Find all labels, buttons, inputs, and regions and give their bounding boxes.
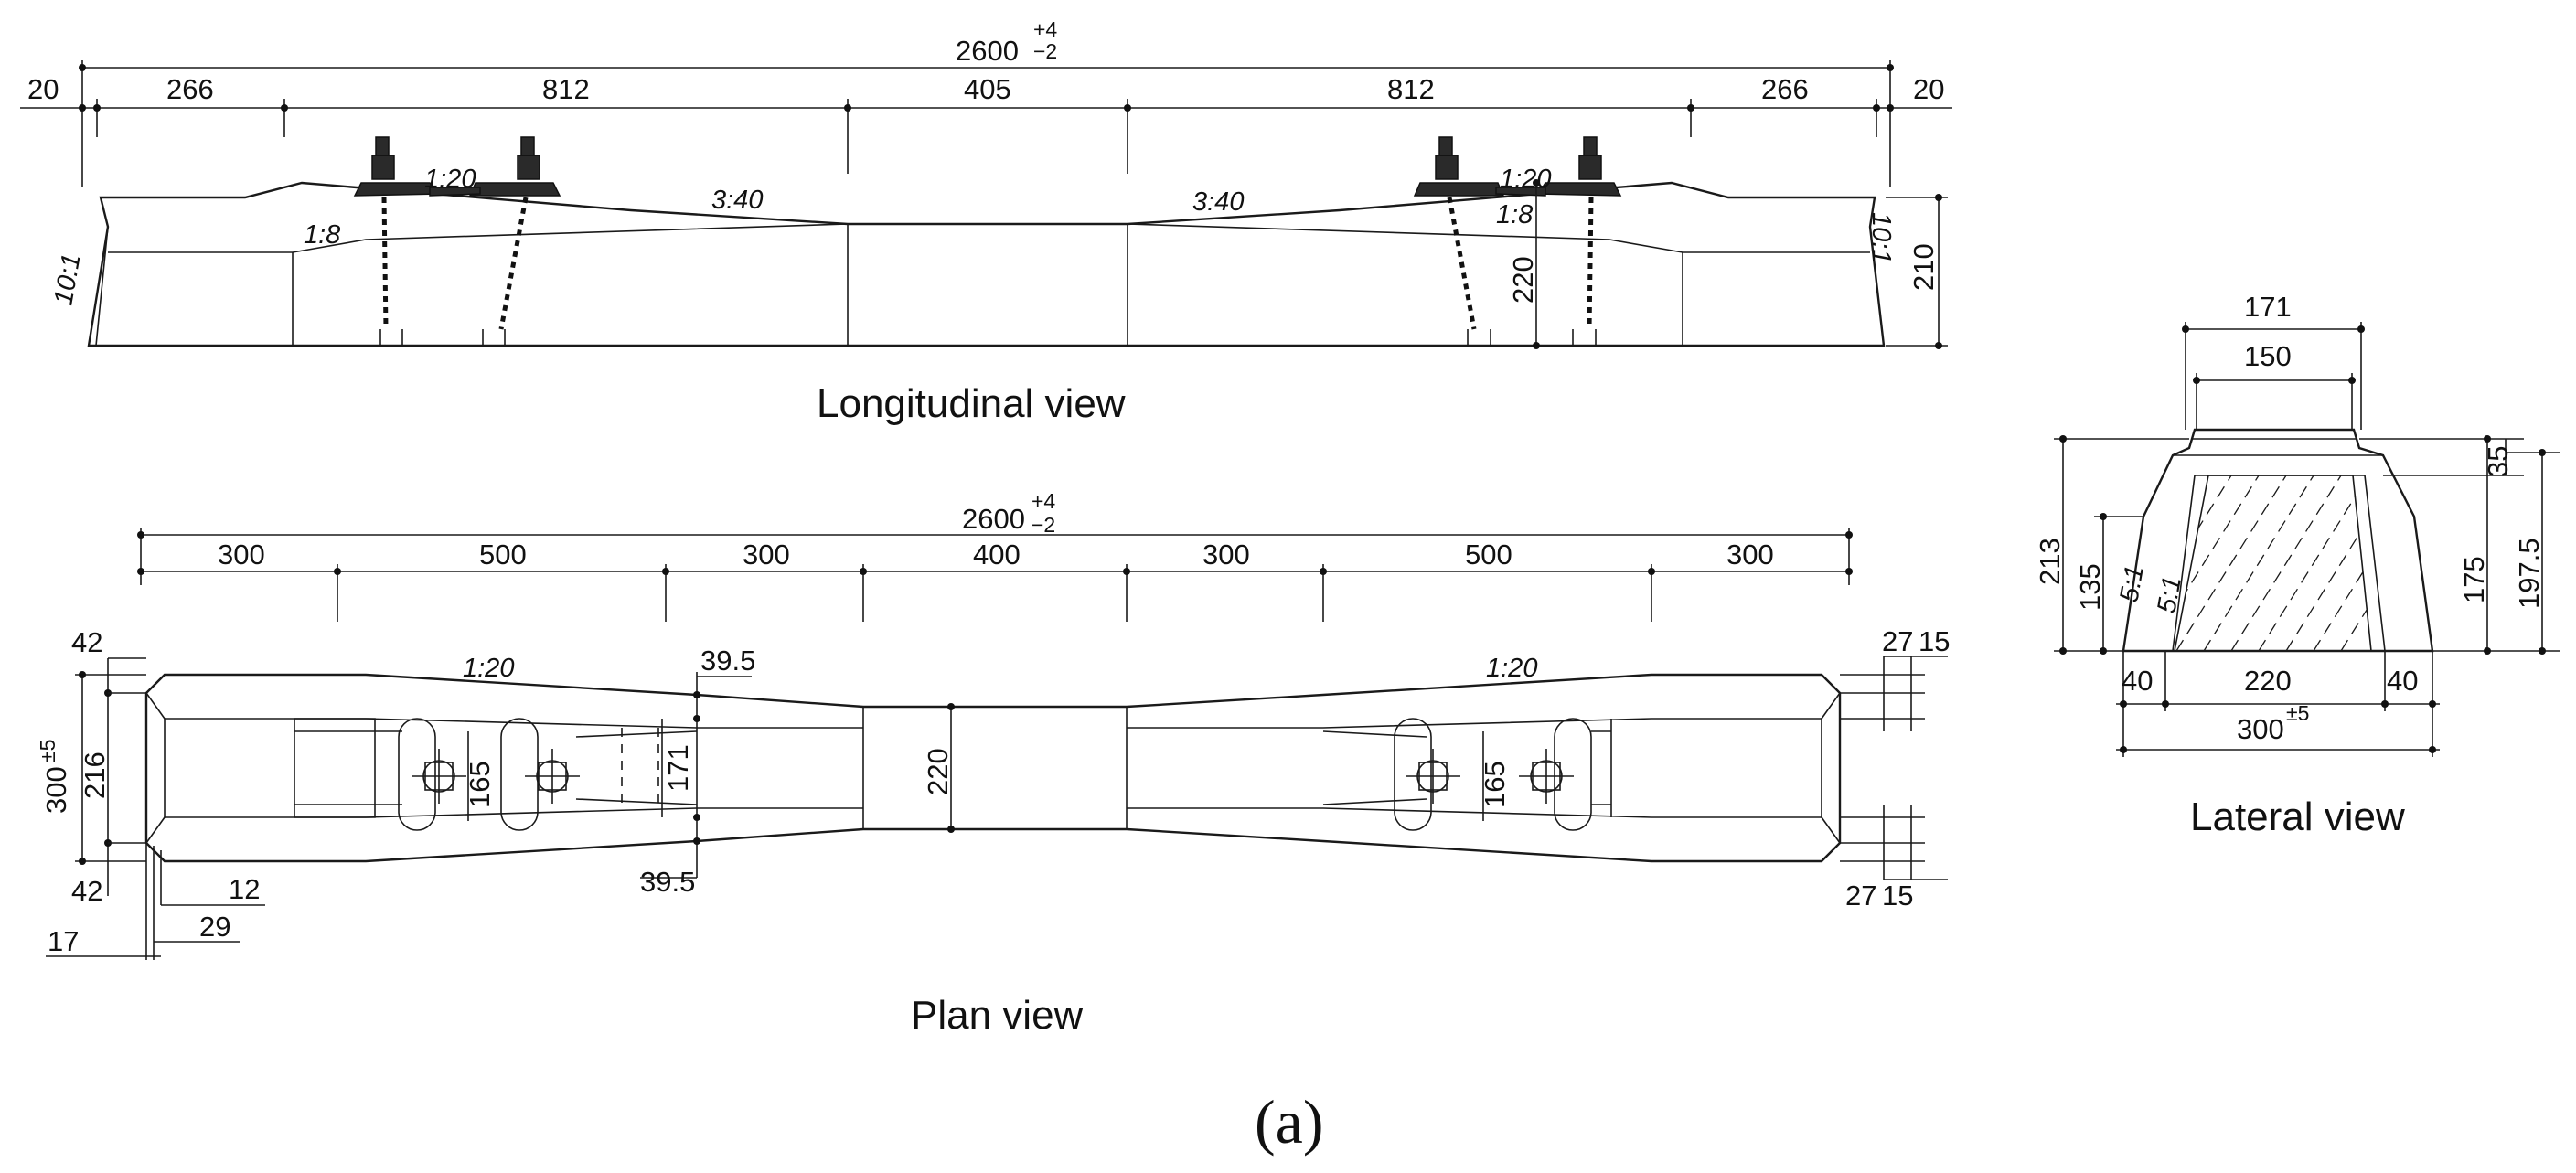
edge-dimension: 42 [71, 626, 102, 658]
segment-label: 500 [479, 539, 527, 571]
end-slope-label: 10:1 [1866, 212, 1896, 263]
width-dimension: 171 [662, 744, 694, 792]
width-dimension: 216 [79, 752, 111, 799]
edge-dimension: 27 [1882, 625, 1913, 657]
taper-label: 1:20 [1486, 654, 1537, 683]
plan-view: 2600 +4 −2 300 500 300 400 300 500 300 [36, 489, 1950, 1038]
overall-length: 2600 [956, 35, 1019, 67]
segment-label: 20 [27, 73, 59, 105]
base-dimension: 220 [2244, 665, 2292, 697]
overall-length: 2600 [962, 503, 1025, 535]
offset-label: 39.5 [700, 645, 755, 677]
top-width-dimension: 171 [2244, 291, 2292, 323]
width-dimension: 165 [1479, 761, 1511, 808]
height-dimension: 135 [2074, 563, 2106, 611]
slope-label: 1:8 [304, 220, 340, 250]
width-dimension: 220 [922, 748, 954, 795]
rail-fastening-right [1413, 136, 1622, 346]
edge-dimension: 12 [229, 873, 260, 905]
height-dimension: 210 [1908, 243, 1940, 291]
cross-section-outline [2122, 428, 2434, 653]
width-dimension: 300 [40, 766, 72, 814]
height-dimension: 213 [2034, 538, 2066, 585]
slope-label: 5:1 [2114, 563, 2150, 604]
rail-pad-right [1394, 718, 1592, 831]
figure-label: (a) [1255, 1087, 1323, 1157]
slope-label: 5:1 [2152, 574, 2187, 615]
segment-label: 266 [1761, 73, 1809, 105]
base-dimension: 40 [2387, 665, 2418, 697]
height-dimension: 197.5 [2513, 538, 2545, 609]
view-caption: Longitudinal view [817, 381, 1126, 426]
height-dimension: 175 [2458, 556, 2490, 603]
segment-label: 812 [1387, 73, 1435, 105]
segment-label: 300 [743, 539, 790, 571]
rail-pad-left [398, 718, 580, 831]
height-dimension: 220 [1507, 256, 1539, 304]
top-width-dimension: 150 [2244, 340, 2292, 372]
base-dimension: 40 [2122, 665, 2153, 697]
base-tolerance: ±5 [2286, 701, 2309, 725]
view-caption: Lateral view [2190, 794, 2405, 839]
base-dimension: 300 [2237, 713, 2284, 745]
segment-label: 300 [1202, 539, 1250, 571]
tolerance-minus: −2 [1033, 39, 1057, 63]
taper-label: 1:20 [463, 654, 514, 683]
edge-dimension: 15 [1882, 880, 1913, 912]
edge-dimension: 17 [48, 925, 79, 957]
slope-label: 1:20 [424, 165, 476, 194]
sleeper-profile-outline [87, 181, 1886, 347]
rail-fastening-left [353, 136, 561, 346]
edge-dimension: 27 [1845, 880, 1876, 912]
tolerance-plus: +4 [1031, 489, 1055, 513]
segment-label: 20 [1913, 73, 1944, 105]
height-dimension: 35 [2482, 446, 2514, 477]
offset-label: 39.5 [640, 866, 695, 898]
tolerance-plus: +4 [1033, 17, 1057, 41]
segment-label: 400 [973, 539, 1021, 571]
segment-label: 300 [1726, 539, 1774, 571]
edge-dimension: 42 [71, 875, 102, 907]
width-tolerance: ±5 [36, 740, 59, 762]
segment-label: 300 [218, 539, 265, 571]
view-caption: Plan view [911, 993, 1084, 1038]
width-dimension: 165 [464, 761, 496, 808]
segment-label: 266 [166, 73, 214, 105]
slope-label: 1:20 [1500, 165, 1551, 194]
lateral-view: 171 150 5:1 5:1 213 135 [2034, 291, 2560, 839]
tolerance-minus: −2 [1031, 513, 1055, 537]
end-slope-label: 10:1 [48, 251, 86, 307]
segment-label: 500 [1465, 539, 1512, 571]
slope-label: 1:8 [1496, 200, 1533, 229]
sleeper-plan-outline [144, 673, 1842, 863]
segment-label: 812 [542, 73, 590, 105]
segment-label: 405 [964, 73, 1011, 105]
slope-label: 3:40 [711, 186, 763, 215]
slope-label: 3:40 [1192, 187, 1244, 217]
longitudinal-view: 2600 +4 −2 20 266 812 405 812 266 20 [20, 17, 1952, 426]
edge-dimension: 15 [1919, 625, 1950, 657]
edge-dimension: 29 [199, 911, 230, 943]
